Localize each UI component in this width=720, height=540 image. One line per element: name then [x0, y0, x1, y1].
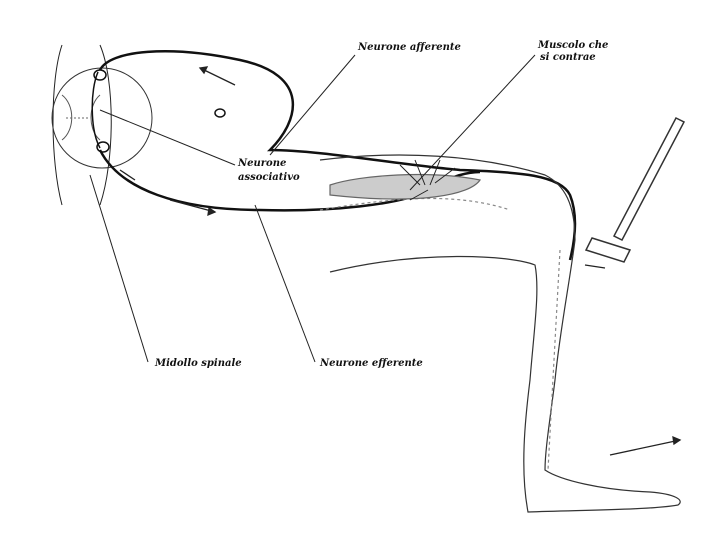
label-associative-line2: associativo — [238, 172, 300, 183]
label-associative-line1: Neurone — [238, 158, 287, 169]
label-spinal-cord: Midollo spinale — [155, 358, 242, 369]
direction-arrows — [119, 66, 682, 456]
neuron-loop — [91, 50, 577, 261]
label-muscle-line1: Muscolo che — [538, 40, 609, 51]
label-afferent-neuron: Neurone afferente — [358, 42, 461, 53]
muscle-fibers — [399, 159, 456, 201]
leg-outline — [319, 154, 681, 513]
label-muscle-line2: si contrae — [540, 52, 596, 63]
label-efferent-neuron: Neurone efferente — [320, 358, 423, 369]
leader-lines — [89, 54, 536, 363]
reflex-hammer-icon — [584, 117, 686, 263]
